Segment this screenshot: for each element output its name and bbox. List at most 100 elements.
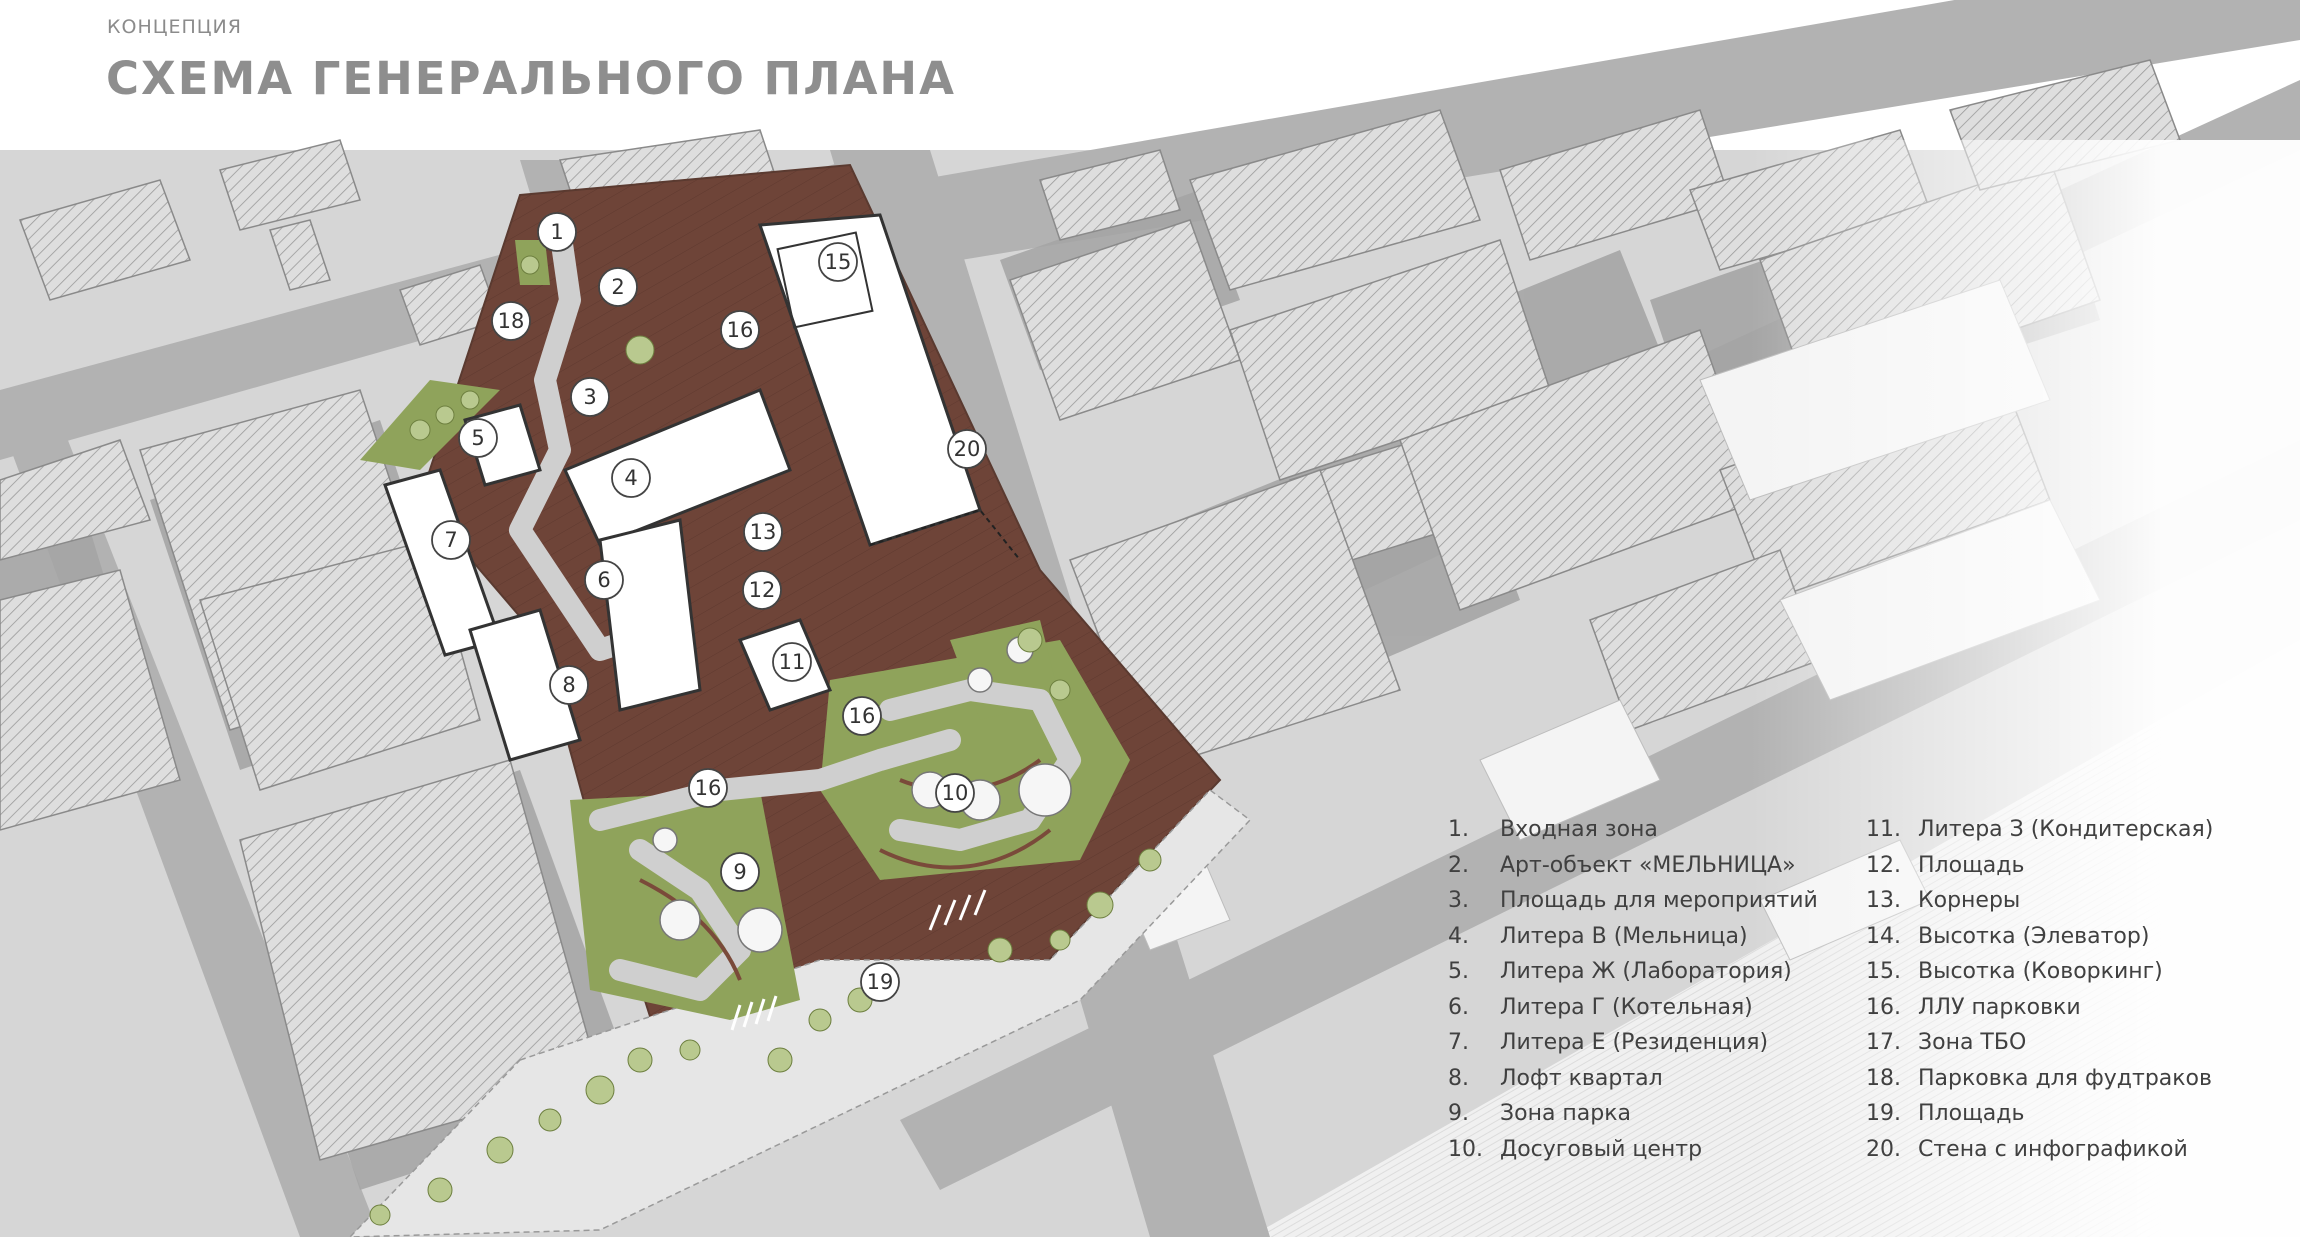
legend-number: 1. xyxy=(1448,817,1469,842)
legend-label: Лофт квартал xyxy=(1500,1065,1663,1091)
plan-marker: 7 xyxy=(431,520,471,560)
legend-label: Зона ТБО xyxy=(1918,1030,2027,1055)
plan-marker: 16 xyxy=(842,696,882,736)
legend-number: 7. xyxy=(1448,1030,1469,1055)
legend-number: 2. xyxy=(1448,852,1469,878)
legend-number: 3. xyxy=(1448,888,1469,913)
legend-label: ЛЛУ парковки xyxy=(1918,994,2081,1020)
plan-marker-circle xyxy=(772,642,812,682)
legend-number: 17. xyxy=(1866,1030,1901,1055)
plan-marker-circle xyxy=(570,377,610,417)
legend-item: 19. Площадь xyxy=(1866,1096,2213,1132)
legend-item: 5.Литера Ж (Лаборатория) xyxy=(1448,954,1818,990)
plan-marker: 10 xyxy=(935,773,975,813)
plan-marker: 8 xyxy=(549,665,589,705)
plan-marker-label: 1 xyxy=(550,220,563,244)
legend-item: 2. Арт-объект «МЕЛЬНИЦА» xyxy=(1448,848,1818,884)
plan-marker-circle xyxy=(947,429,987,469)
plan-marker-circle xyxy=(688,768,728,808)
project-territory xyxy=(348,163,1252,1237)
plan-marker: 13 xyxy=(743,512,783,552)
plan-marker-label: 8 xyxy=(562,673,575,697)
plan-marker-label: 20 xyxy=(954,437,981,461)
page-title: СХЕМА ГЕНЕРАЛЬНОГО ПЛАНА xyxy=(106,52,956,105)
plan-marker-label: 5 xyxy=(471,426,484,450)
plan-marker-label: 12 xyxy=(749,578,776,602)
plan-marker-label: 13 xyxy=(750,520,777,544)
legend-number: 11. xyxy=(1866,817,1901,842)
legend-label: Литера З (Кондитерская) xyxy=(1918,817,2214,842)
plan-marker: 12 xyxy=(742,570,782,610)
plan-marker-label: 3 xyxy=(583,385,596,409)
legend-label: Литера В (Мельница) xyxy=(1500,923,1748,949)
legend-label: Высотка (Коворкинг) xyxy=(1918,959,2163,984)
legend-item: 15. Высотка (Коворкинг) xyxy=(1866,954,2213,990)
legend-item: 7. Литера Е (Резиденция) xyxy=(1448,1025,1818,1061)
plan-marker: 1 xyxy=(537,212,577,252)
plan-marker-label: 15 xyxy=(825,250,852,274)
plan-marker: 5 xyxy=(458,418,498,458)
plan-marker-circle xyxy=(860,962,900,1002)
legend-item: 13. Корнеры xyxy=(1866,883,2213,919)
plan-marker-label: 16 xyxy=(849,704,876,728)
legend-number: 16. xyxy=(1866,994,1901,1020)
legend-label: Площадь xyxy=(1918,852,2025,878)
plan-marker: 19 xyxy=(860,962,900,1002)
legend-number: 6. xyxy=(1448,994,1469,1020)
plan-marker-label: 18 xyxy=(498,309,525,333)
plan-marker: 20 xyxy=(947,429,987,469)
legend-item: 20.Стена с инфографикой xyxy=(1866,1132,2213,1168)
plan-marker-circle xyxy=(537,212,577,252)
legend-number: 10. xyxy=(1448,1136,1483,1162)
plan-marker-label: 16 xyxy=(695,776,722,800)
legend-label: Парковка для фудтраков xyxy=(1918,1065,2212,1091)
plan-marker: 9 xyxy=(720,852,760,892)
legend-label: Литера Е (Резиденция) xyxy=(1500,1030,1769,1055)
page-kicker: КОНЦЕПЦИЯ xyxy=(107,16,242,38)
plan-marker-circle xyxy=(611,458,651,498)
legend-label: Арт-объект «МЕЛЬНИЦА» xyxy=(1500,852,1796,878)
plan-marker-circle xyxy=(584,560,624,600)
plan-marker: 6 xyxy=(584,560,624,600)
plan-marker: 16 xyxy=(720,310,760,350)
plan-marker-label: 11 xyxy=(779,650,806,674)
legend-number: 20. xyxy=(1866,1136,1901,1162)
plan-marker: 11 xyxy=(772,642,812,682)
legend-item: 3.Площадь для мероприятий xyxy=(1448,883,1818,919)
plan-marker-label: 2 xyxy=(611,275,624,299)
plan-marker-label: 19 xyxy=(867,970,894,994)
legend-label: Корнеры xyxy=(1918,888,2021,913)
plan-marker-label: 4 xyxy=(624,466,637,490)
legend-number: 5. xyxy=(1448,959,1469,984)
legend-item: 16. ЛЛУ парковки xyxy=(1866,990,2213,1026)
plan-marker-circle xyxy=(842,696,882,736)
plan-marker: 18 xyxy=(491,301,531,341)
legend-number: 13. xyxy=(1866,888,1901,913)
legend-number: 8. xyxy=(1448,1065,1469,1091)
plan-marker-label: 16 xyxy=(727,318,754,342)
legend-number: 19. xyxy=(1866,1101,1901,1126)
plan-marker-circle xyxy=(720,310,760,350)
plan-marker: 15 xyxy=(818,242,858,282)
legend-item: 14.Высотка (Элеватор) xyxy=(1866,919,2213,955)
plan-marker-circle xyxy=(720,852,760,892)
plan-marker-circle xyxy=(598,267,638,307)
legend-number: 9. xyxy=(1448,1101,1469,1126)
legend-label: Зона парка xyxy=(1500,1101,1632,1126)
legend-item: 18.Парковка для фудтраков xyxy=(1866,1061,2213,1097)
legend-item: 17. Зона ТБО xyxy=(1866,1025,2213,1061)
legend-number: 15. xyxy=(1866,959,1901,984)
plan-marker: 16 xyxy=(688,768,728,808)
plan-marker-circle xyxy=(458,418,498,458)
plan-marker: 2 xyxy=(598,267,638,307)
legend-label: Площадь xyxy=(1918,1101,2025,1126)
legend-item: 6. Литера Г (Котельная) xyxy=(1448,990,1818,1026)
plan-marker-circle xyxy=(935,773,975,813)
legend-label: Высотка (Элеватор) xyxy=(1918,923,2150,949)
legend-label: Досуговый центр xyxy=(1500,1136,1703,1162)
legend-label: Литера Г (Котельная) xyxy=(1500,994,1753,1020)
plan-marker: 3 xyxy=(570,377,610,417)
plan-marker-circle xyxy=(431,520,471,560)
plan-marker: 4 xyxy=(611,458,651,498)
